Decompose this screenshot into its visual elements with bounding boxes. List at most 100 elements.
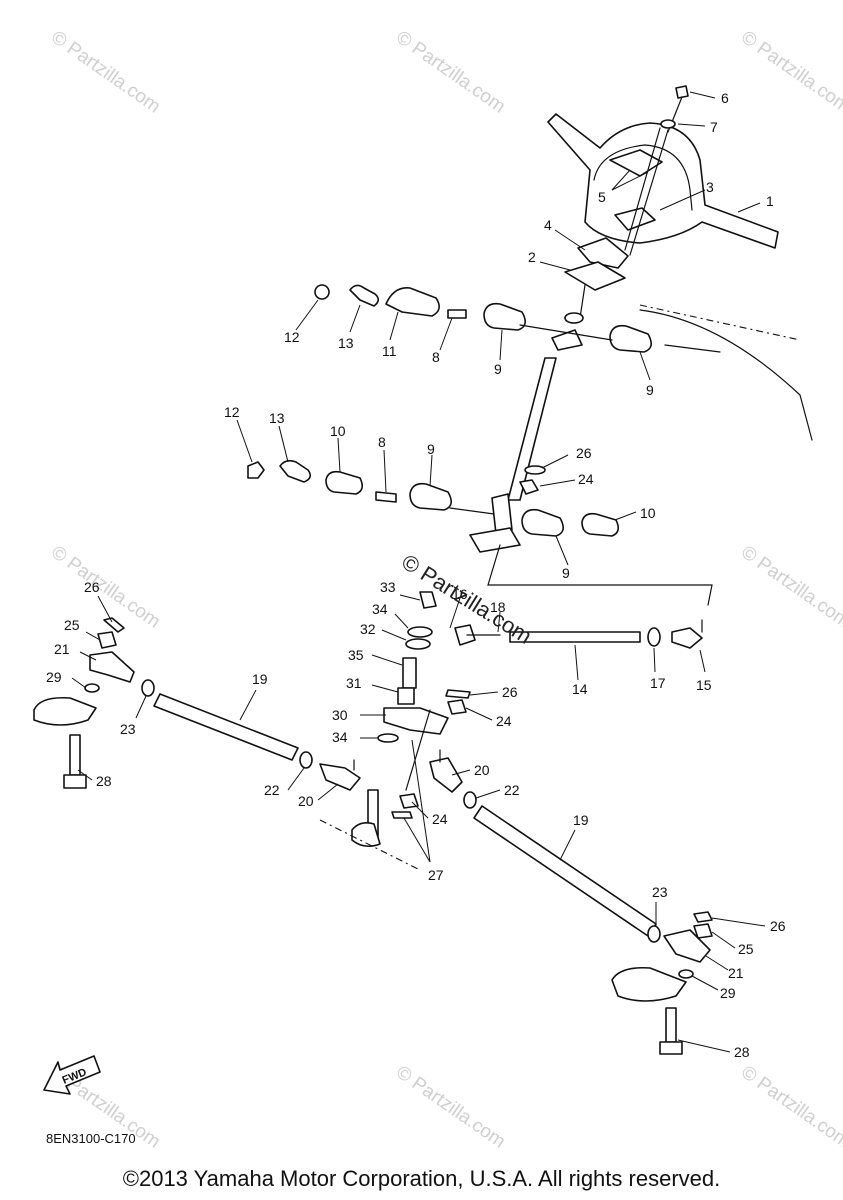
knuckle-arm xyxy=(33,696,97,726)
right-tie-rod-assembly xyxy=(429,749,713,1055)
diagram-code: 8EN3100-C170 xyxy=(46,1131,136,1146)
callout-25: 25 xyxy=(64,617,80,633)
callout-35: 35 xyxy=(348,647,364,663)
locknut xyxy=(141,679,155,697)
callout-3: 3 xyxy=(706,179,714,195)
link-plate xyxy=(349,284,380,307)
callout-34: 34 xyxy=(372,601,388,617)
collar xyxy=(397,687,415,705)
bushing-holder xyxy=(483,302,526,331)
callout-21: 21 xyxy=(728,965,744,981)
nut xyxy=(97,631,117,649)
cotter-pin xyxy=(524,465,546,475)
knuckle-arm xyxy=(611,966,687,1002)
callout-28: 28 xyxy=(96,773,112,789)
handlebar xyxy=(547,113,779,249)
locknut xyxy=(299,751,313,769)
link-plate xyxy=(279,459,312,483)
bushing-holder xyxy=(409,482,452,511)
callout-13: 13 xyxy=(269,410,285,426)
callout-28: 28 xyxy=(734,1044,750,1060)
handlebar-assembly xyxy=(547,85,779,291)
bushing xyxy=(325,470,364,495)
callout-24: 24 xyxy=(496,713,512,729)
pin xyxy=(447,309,467,319)
tie-rod-end xyxy=(89,651,135,683)
tie-rod-end xyxy=(663,929,711,963)
callout-9: 9 xyxy=(427,441,435,457)
callout-33: 33 xyxy=(380,579,396,595)
callout-23: 23 xyxy=(652,884,668,900)
nut xyxy=(693,923,713,939)
shaft-base xyxy=(351,822,381,848)
watermark: © Partzilla.com xyxy=(737,1062,843,1153)
watermark: © Partzilla.com xyxy=(392,27,509,118)
callout-8: 8 xyxy=(378,434,386,450)
watermark: © Partzilla.com xyxy=(737,542,843,633)
bushing xyxy=(581,512,620,537)
callout-8: 8 xyxy=(432,349,440,365)
steering-column-plate xyxy=(564,261,626,291)
handlebar-holder xyxy=(577,237,629,269)
callout-6: 6 xyxy=(721,90,729,106)
washer xyxy=(660,119,676,129)
callout-30: 30 xyxy=(332,707,348,723)
tie-rod-end xyxy=(319,763,361,791)
bolt-head xyxy=(63,774,87,789)
callout-25: 25 xyxy=(738,941,754,957)
callout-27: 27 xyxy=(428,867,444,883)
callout-22: 22 xyxy=(264,782,280,798)
bushing xyxy=(402,657,417,689)
bolt xyxy=(665,1007,677,1043)
callout-29: 29 xyxy=(720,985,736,1001)
callout-31: 31 xyxy=(346,675,362,691)
callout-19: 19 xyxy=(573,812,589,828)
tie-rod xyxy=(153,693,299,761)
callout-11: 11 xyxy=(382,343,397,359)
steering-column xyxy=(469,284,586,553)
callout-4: 4 xyxy=(544,217,552,233)
callout-13: 13 xyxy=(338,335,354,351)
handlebar-brace xyxy=(593,144,693,211)
callout-18: 18 xyxy=(490,599,506,615)
callout-12: 12 xyxy=(284,329,300,345)
bolt-head xyxy=(659,1041,683,1055)
callout-1: 1 xyxy=(766,193,774,209)
handlebar-clamp-lower xyxy=(614,207,656,231)
bolt xyxy=(69,734,81,776)
bolt xyxy=(675,85,689,99)
steering-shaft xyxy=(507,357,557,501)
watermark: © Partzilla.com xyxy=(737,27,843,118)
callout-9: 9 xyxy=(494,361,502,377)
callout-26: 26 xyxy=(84,579,100,595)
tie-rod-end xyxy=(671,627,703,649)
callout-26: 26 xyxy=(770,918,786,934)
callout-24: 24 xyxy=(578,471,594,487)
fwd-arrow-icon: FWD xyxy=(43,1055,101,1095)
callout-14: 14 xyxy=(572,681,588,697)
locknut xyxy=(463,791,477,809)
washer xyxy=(84,683,100,693)
watermark: © Partzilla.com xyxy=(47,27,164,118)
lower-linkage-row xyxy=(247,459,713,606)
callout-9: 9 xyxy=(646,382,654,398)
copyright-notice: ©2013 Yamaha Motor Corporation, U.S.A. A… xyxy=(122,1166,721,1191)
callout-19: 19 xyxy=(252,671,268,687)
callout-20: 20 xyxy=(474,762,490,778)
relay-rod-assembly xyxy=(319,591,703,871)
nut xyxy=(519,479,539,495)
callout-29: 29 xyxy=(46,669,62,685)
nut xyxy=(447,699,467,715)
upper-linkage-row xyxy=(314,284,813,441)
callout-21: 21 xyxy=(54,641,70,657)
washer xyxy=(678,969,694,979)
leader-lines xyxy=(71,91,766,1053)
bushing-holder xyxy=(609,324,652,353)
callout-2: 2 xyxy=(528,249,536,265)
callout-12: 12 xyxy=(224,404,240,420)
nut xyxy=(247,461,265,479)
callout-32: 32 xyxy=(360,621,376,637)
bushing-holder xyxy=(521,508,564,537)
left-tie-rod-assembly xyxy=(33,617,361,791)
